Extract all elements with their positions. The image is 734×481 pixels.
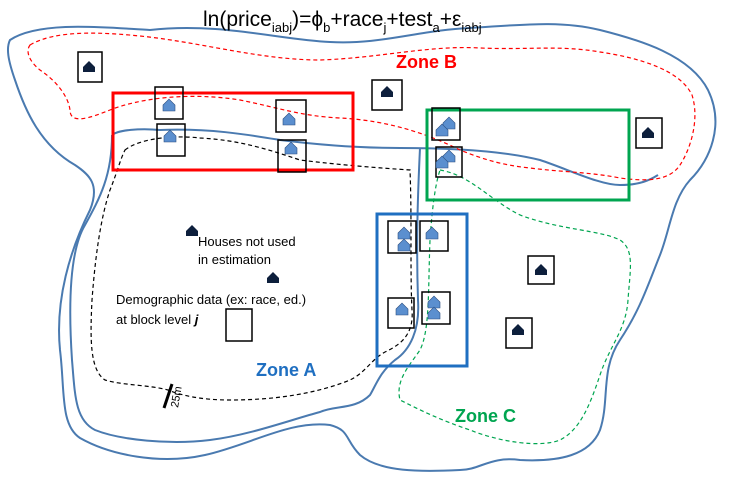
house-icon xyxy=(435,155,449,169)
inner-boundary xyxy=(111,128,659,187)
zone-b-label: Zone B xyxy=(396,52,457,72)
house-icon xyxy=(284,141,298,155)
block-box xyxy=(419,220,449,252)
demographic-note-line2: at block level j xyxy=(116,312,199,327)
zone-c-rect xyxy=(425,108,631,202)
blocks xyxy=(77,51,663,349)
zone-a-label: Zone A xyxy=(256,360,316,380)
house-icon xyxy=(397,226,411,240)
house-icon xyxy=(83,61,95,72)
houses-unused xyxy=(83,61,654,335)
block-box xyxy=(421,291,451,325)
zone-c-label: Zone C xyxy=(455,406,516,426)
house-icon xyxy=(282,112,296,126)
outer-boundary xyxy=(6,23,717,472)
house-icon xyxy=(397,238,411,252)
house-icon xyxy=(512,324,524,335)
buffer-tick xyxy=(162,383,174,409)
buffer-label: 25m xyxy=(169,385,185,408)
block-box xyxy=(154,86,184,120)
block-box xyxy=(505,317,533,349)
house-icon xyxy=(163,129,177,143)
block-box xyxy=(387,297,415,329)
block-box xyxy=(527,255,555,285)
house-icon xyxy=(186,225,198,236)
block-box xyxy=(275,99,307,133)
zone-divider xyxy=(69,134,421,443)
house-icon xyxy=(435,123,449,137)
demographic-block-box xyxy=(225,308,253,342)
house-icon xyxy=(535,264,547,275)
demographic-note-line1: Demographic data (ex: race, ed.) xyxy=(116,292,306,307)
house-icon xyxy=(267,272,279,283)
houses-note-line2: in estimation xyxy=(198,252,271,267)
block-box xyxy=(431,107,461,141)
house-icon xyxy=(425,226,439,240)
house-icon xyxy=(427,295,441,309)
block-box xyxy=(371,79,403,111)
block-box xyxy=(156,123,186,157)
house-icon xyxy=(642,127,654,138)
houses-used xyxy=(162,98,456,320)
block-box xyxy=(77,51,103,83)
zone-a-rect xyxy=(375,212,469,368)
equation: ln(priceiabj)=ϕb+racej+testa+εiabj xyxy=(203,8,482,35)
block-box xyxy=(635,117,663,149)
block-box xyxy=(277,139,307,173)
house-icon xyxy=(162,98,176,112)
house-icon xyxy=(427,306,441,320)
zone-b-boundary xyxy=(27,32,696,181)
block-box xyxy=(387,220,417,254)
zone-b-rect xyxy=(111,91,355,172)
house-icon xyxy=(395,302,409,316)
houses-note-line1: Houses not used xyxy=(198,234,296,249)
zone-a-boundary xyxy=(90,136,413,401)
house-icon xyxy=(381,86,393,97)
